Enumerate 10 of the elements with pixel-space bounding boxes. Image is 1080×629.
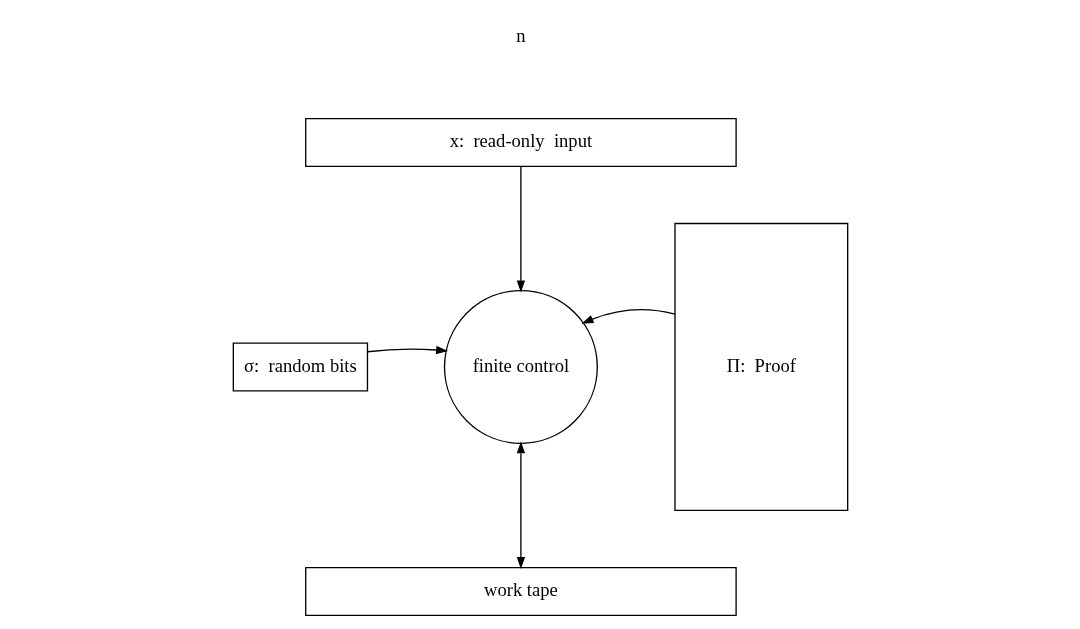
arrow bbox=[366, 345, 448, 355]
arrow bbox=[516, 441, 525, 570]
node-box: x: read-only input bbox=[304, 117, 737, 168]
label: n bbox=[515, 25, 526, 47]
node-box: work tape bbox=[304, 566, 737, 617]
node-circle: finite control bbox=[443, 289, 598, 444]
arrow bbox=[516, 166, 525, 293]
node-box: Π: Proof bbox=[673, 222, 848, 512]
arrow bbox=[581, 309, 675, 324]
node-box: σ: random bits bbox=[232, 342, 368, 392]
